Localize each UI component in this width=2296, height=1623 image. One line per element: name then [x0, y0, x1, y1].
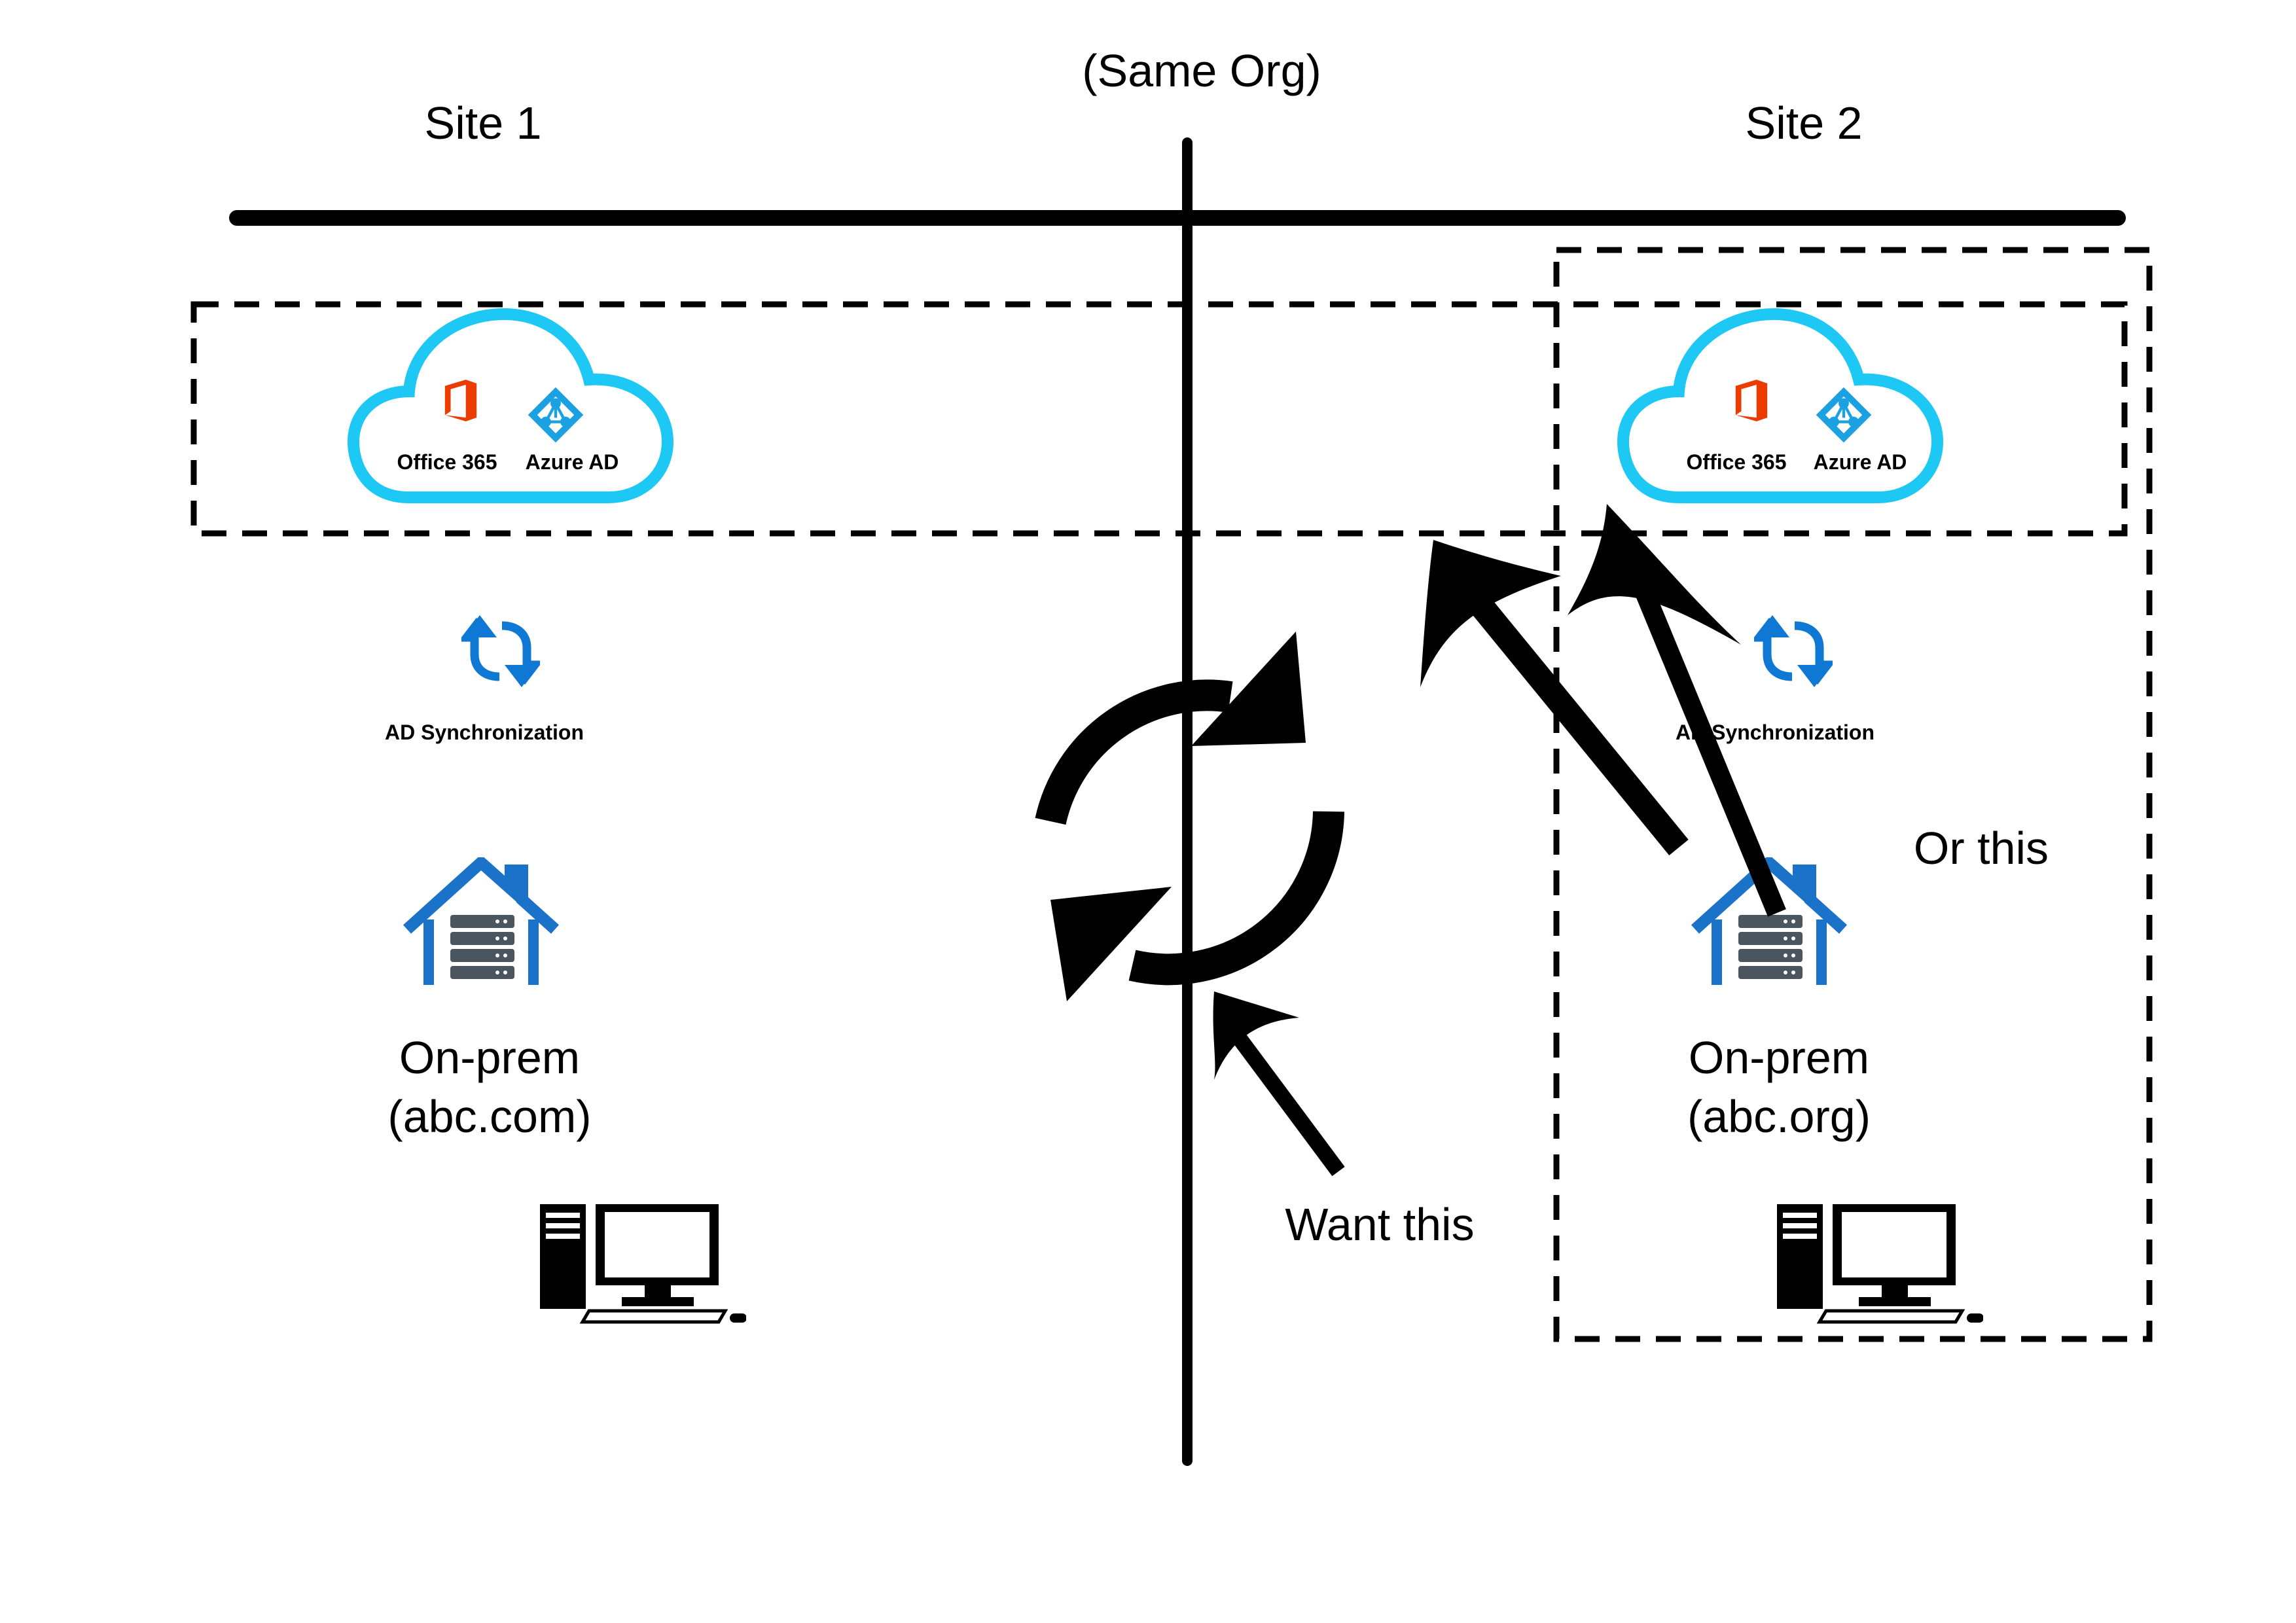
org-label: (Same Org) — [1082, 45, 1321, 96]
ad-sync-icon — [463, 615, 539, 687]
site1-label: Site 1 — [425, 98, 542, 149]
site2-box — [1553, 247, 2153, 1342]
site1-azure-label: Azure AD — [526, 450, 619, 474]
site2-onprem-line1: On-prem — [1689, 1032, 1869, 1083]
site1-office-label: Office 365 — [397, 450, 497, 474]
desktop-computer-icon — [540, 1204, 747, 1323]
site2-azure-label: Azure AD — [1814, 450, 1907, 474]
site1-sync-label: AD Synchronization — [385, 721, 584, 744]
site2-office-label: Office 365 — [1687, 450, 1787, 474]
desktop-computer-icon — [1777, 1204, 1984, 1323]
or-this-label: Or this — [1914, 823, 2049, 874]
site1-onprem-line2: (abc.com) — [387, 1091, 591, 1142]
site1-onprem-line1: On-prem — [399, 1032, 580, 1083]
site2-cloud: Office 365 Azure AD — [1623, 314, 1937, 497]
site2-onprem-line2: (abc.org) — [1687, 1091, 1871, 1142]
ad-sync-icon — [1755, 615, 1831, 687]
cloud-tenant-box — [190, 301, 2128, 537]
site1-cloud: Office 365 Azure AD — [353, 314, 668, 497]
site2-label: Site 2 — [1746, 98, 1863, 149]
sync-cycle-icon — [1035, 632, 1344, 1001]
want-arrow — [1213, 991, 1345, 1177]
on-prem-house-icon — [407, 863, 555, 985]
want-this-label: Want this — [1285, 1199, 1474, 1250]
or-arrows — [1420, 504, 1786, 917]
